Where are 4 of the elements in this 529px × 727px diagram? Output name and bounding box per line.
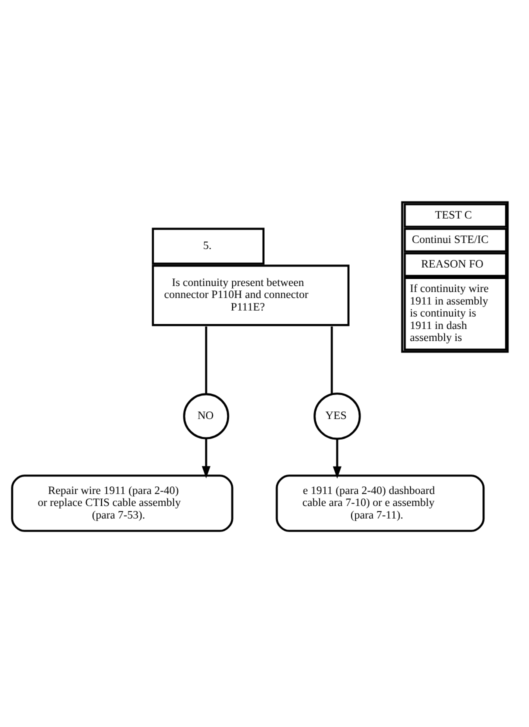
label: If continuity wire 1911 in assembly is continuity is 1911 in dash assembly is <box>410 282 489 344</box>
label: TEST C <box>434 208 472 221</box>
label: Continui STE/IC <box>412 233 488 246</box>
label: REASON FO <box>421 258 484 270</box>
